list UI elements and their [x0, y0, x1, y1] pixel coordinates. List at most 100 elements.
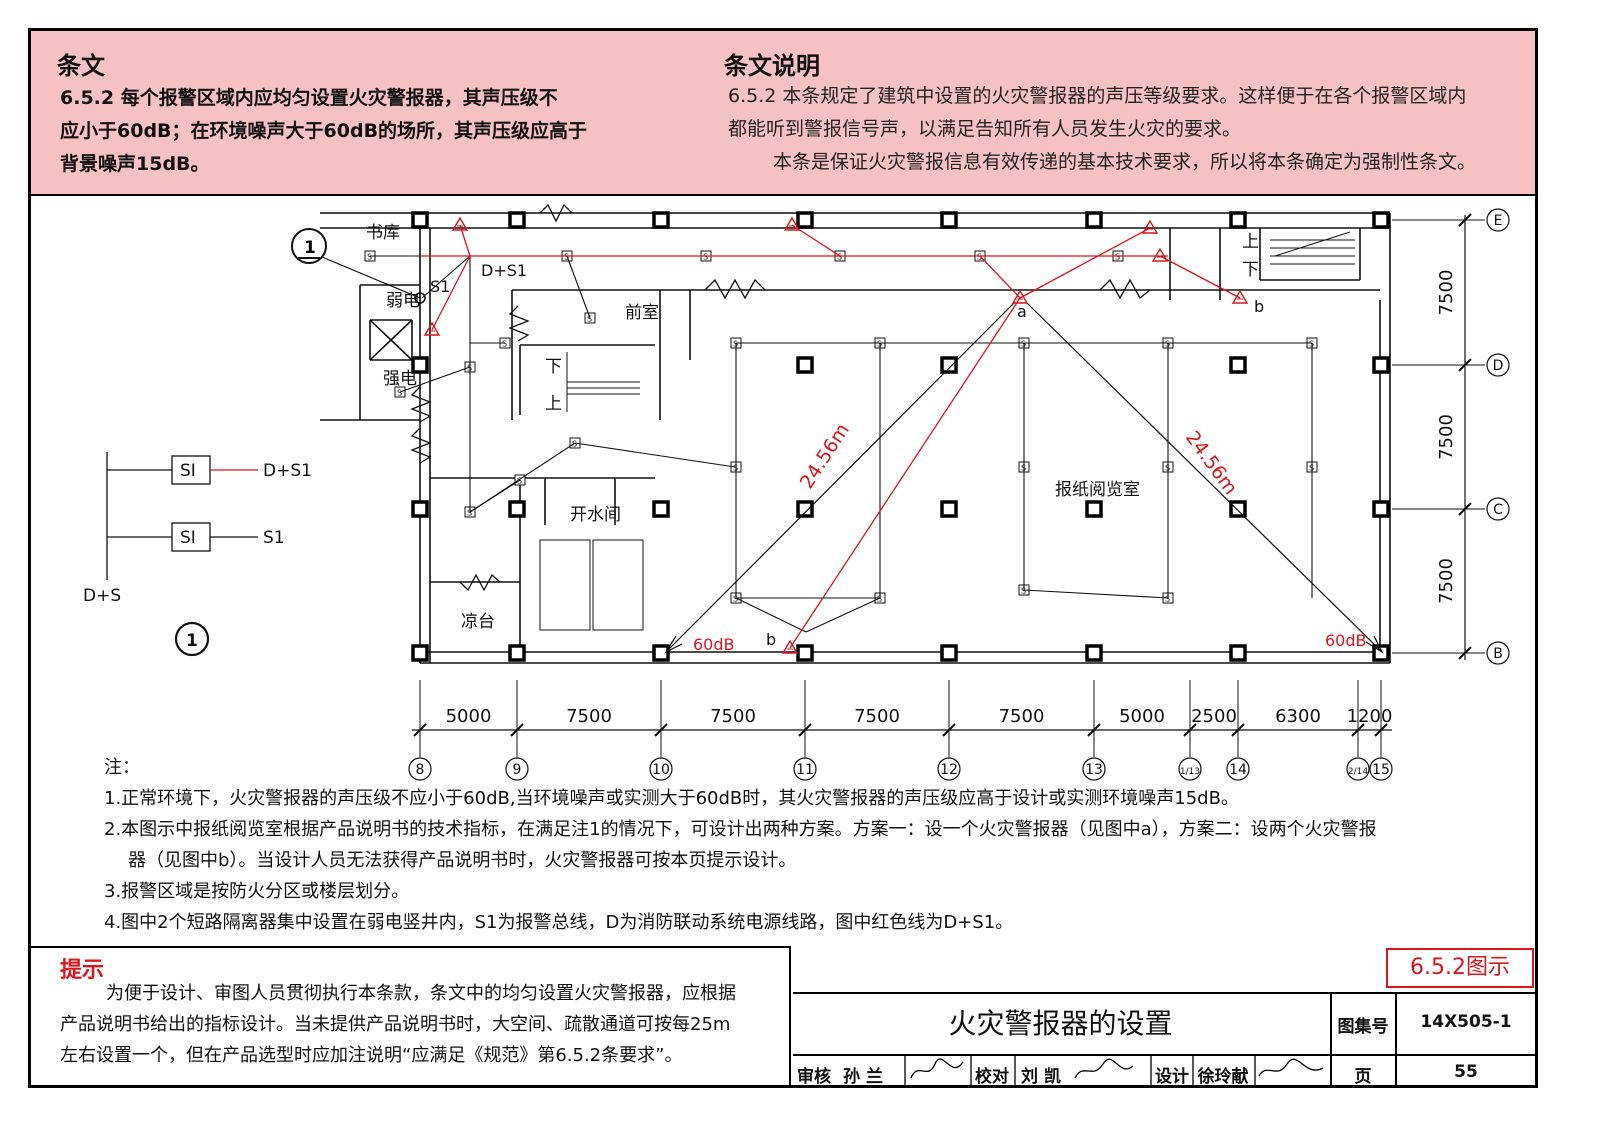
- smoke-detector-symbol: S: [1165, 595, 1170, 604]
- row-axis-label: B: [1493, 646, 1503, 662]
- signatures: [904, 1056, 1324, 1086]
- provision-line: 应小于60dB；在环境噪声大于60dB的场所，其声压级应高于: [60, 120, 588, 142]
- column-marker: [796, 644, 814, 662]
- row-axis-label: E: [1494, 213, 1503, 229]
- smoke-detector-symbol: S: [977, 253, 982, 262]
- row-axis-label: D: [1493, 358, 1504, 374]
- column-marker: [508, 211, 526, 229]
- plan-b-label: b: [766, 630, 776, 649]
- section-marker-number: 1: [304, 238, 316, 258]
- distance-label: 24.56m: [796, 420, 854, 493]
- room-water-room: 开水间: [570, 505, 621, 525]
- notes-block: 注： 1.正常环境下，火灾警报器的声压级不应小于60dB,当环境噪声或实测大于6…: [104, 752, 1524, 938]
- explanation-line: 6.5.2 本条规定了建筑中设置的火灾警报器的声压等级要求。这样便于在各个报警区…: [728, 85, 1467, 107]
- stair-down-label: 下: [1242, 260, 1259, 280]
- smoke-detector-symbol: S: [587, 315, 592, 324]
- fire-alarm-sounder: [783, 216, 801, 231]
- notes-title: 注：: [104, 757, 140, 778]
- room-book-store: 书库: [366, 223, 400, 243]
- column-marker: [1085, 644, 1103, 662]
- designer-name: 徐玲献: [1197, 1067, 1249, 1087]
- column-marker: [940, 211, 958, 229]
- section-marker: 1: [291, 228, 426, 304]
- fire-alarm-sounder: [451, 216, 469, 231]
- plan-a-label: a: [1017, 302, 1027, 321]
- note-item: 1.正常环境下，火灾警报器的声压级不应小于60dB,当环境噪声或实测大于60dB…: [104, 788, 1239, 809]
- column-axis-label: 11: [796, 762, 814, 778]
- stairs: [539, 231, 1355, 631]
- column-marker: [652, 211, 670, 229]
- column-dimension: 5000: [1119, 706, 1165, 727]
- row-dimension: 7500: [1436, 270, 1457, 316]
- column-marker: [1229, 644, 1247, 662]
- line-labels: D+S1 S1 a b b 60dB 60dB 24.56m 24.56m: [430, 261, 1367, 654]
- drawing-frame: [28, 28, 1538, 1088]
- fire-alarm-sounders: [423, 216, 1249, 654]
- fire-alarm-sounder: [423, 321, 441, 336]
- column-marker: [1372, 500, 1390, 518]
- provision-title: 条文: [57, 52, 105, 80]
- hint-box: [31, 946, 791, 1086]
- smoke-detector-symbol: S: [877, 595, 882, 604]
- page-label: 页: [1354, 1067, 1372, 1087]
- provision-line: 6.5.2 每个报警区域内应均匀设置火灾警报器，其声压级不: [60, 87, 558, 109]
- checker-signature: [1074, 1058, 1134, 1079]
- smoke-detector-symbol: S: [502, 340, 507, 349]
- column-marker: [411, 211, 429, 229]
- column-marker: [652, 500, 670, 518]
- coverage-arrows: [664, 301, 1384, 654]
- reviewer-signature: [910, 1058, 964, 1079]
- row-dimension: 7500: [1436, 558, 1457, 604]
- column-marker: [508, 644, 526, 662]
- column-marker: [940, 644, 958, 662]
- explanation-text: 6.5.2 本条规定了建筑中设置的火灾警报器的声压等级要求。这样便于在各个报警区…: [728, 80, 1518, 179]
- column-marker: [1229, 500, 1247, 518]
- row-axis-label: C: [1493, 502, 1503, 518]
- smoke-detector-symbol: S: [703, 253, 708, 262]
- title-block: [793, 992, 1535, 1086]
- column-marker: [1372, 356, 1390, 374]
- designer-signature: [1258, 1058, 1324, 1077]
- column-axis-label: 15: [1372, 762, 1390, 778]
- smoke-detector-symbol: S: [1021, 587, 1026, 596]
- column-marker: [1229, 356, 1247, 374]
- stair-down-label: 下: [545, 357, 562, 377]
- column-dimension: 2500: [1191, 706, 1237, 727]
- column-axis-label: 8: [416, 762, 425, 778]
- explanation-line: 都能听到警报信号声，以满足告知所有人员发生火灾的要求。: [728, 118, 1242, 140]
- column-dimension: 7500: [566, 706, 612, 727]
- riser-input: D+S: [83, 586, 121, 606]
- explanation-line: 本条是保证火灾警报信息有效传递的基本技术要求，所以将本条确定为强制性条文。: [773, 151, 1477, 173]
- room-labels: 书库 弱电 强电 前室 开水间 凉台 报纸阅览室 下 上 上 下: [366, 223, 1259, 632]
- column-marker: [796, 500, 814, 518]
- explanation-title: 条文说明: [724, 52, 820, 80]
- column-marker: [796, 356, 814, 374]
- riser-output-s1: S1: [263, 528, 285, 548]
- header-panel: [31, 31, 1535, 196]
- column-marker: [1085, 500, 1103, 518]
- smoke-detector-symbol: S: [1115, 253, 1120, 262]
- smoke-detector-symbol: S: [367, 253, 372, 262]
- column-marker: [411, 500, 429, 518]
- checker-name: 刘 凯: [1021, 1067, 1061, 1087]
- provision-line: 背景噪声15dB。: [60, 153, 210, 175]
- column-marker: [652, 644, 670, 662]
- column-dimension: 1200: [1347, 706, 1393, 727]
- room-balcony: 凉台: [461, 612, 495, 632]
- atlas-number: 14X505-1: [1420, 1012, 1512, 1032]
- structural-columns: [411, 211, 1390, 662]
- riser-labels: SI SI D+S1 S1 D+S 1: [83, 461, 312, 651]
- walls: [320, 212, 1391, 664]
- fire-alarm-sounder: [1231, 289, 1249, 304]
- column-dimension: 6300: [1275, 706, 1321, 727]
- smoke-detector-symbol: S: [517, 477, 522, 486]
- column-axis-label: 1/13: [1180, 767, 1200, 777]
- stair-up-label: 上: [545, 394, 562, 414]
- review-label: 审核: [797, 1067, 831, 1087]
- column-marker: [508, 500, 526, 518]
- room-strong-current: 强电: [383, 369, 417, 389]
- page-number: 55: [1454, 1062, 1478, 1082]
- column-marker: [411, 644, 429, 662]
- fire-alarm-sounder: [1151, 247, 1169, 262]
